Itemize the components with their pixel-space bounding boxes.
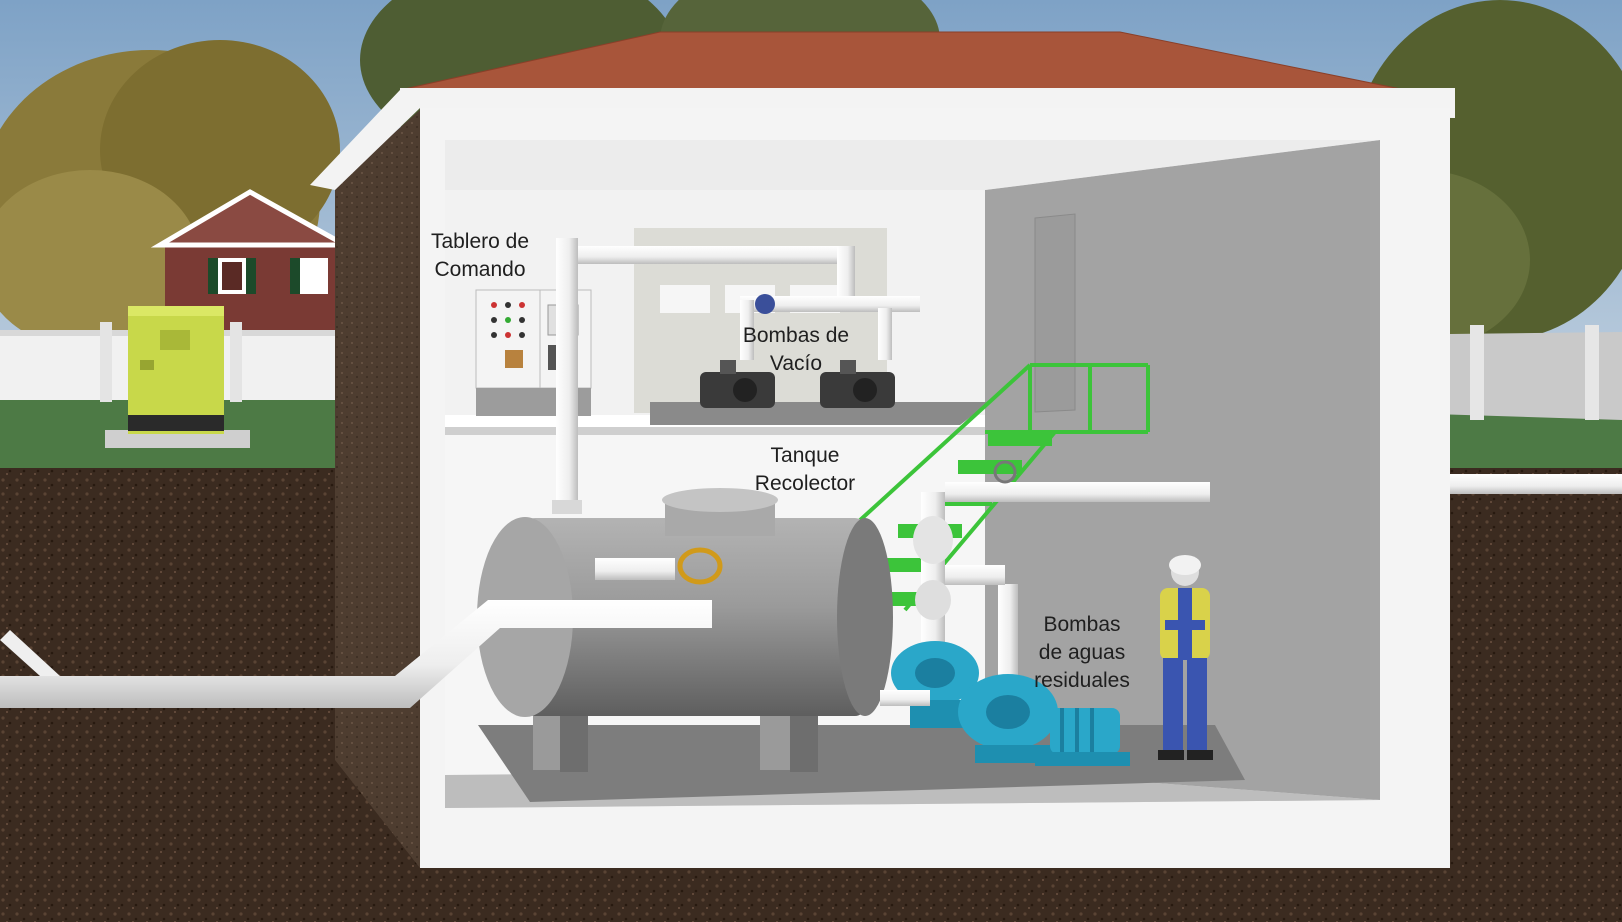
inlet-pipe	[0, 558, 712, 708]
vacuum-pump-base	[650, 402, 990, 425]
motor-icon	[1035, 708, 1130, 766]
centrifugal-pump-icon	[880, 641, 979, 728]
label-wastewater-pumps: Bombas de aguas residuales	[1034, 613, 1130, 692]
label-control-panel: Tablero de Comando	[430, 230, 530, 281]
discharge-piping	[913, 460, 1210, 679]
vertical-vent-pipe	[552, 238, 582, 514]
vacuum-pump-icon	[700, 360, 775, 408]
label-vacuum-pumps: Bombas de Vacío	[742, 324, 850, 375]
building-side-wall	[335, 110, 420, 868]
vacuum-pump-icon	[820, 360, 895, 408]
generator-icon	[105, 306, 250, 448]
worker-icon	[1158, 555, 1213, 760]
label-collector-tank: Tanque Recolector	[754, 444, 856, 495]
vacuum-piping	[556, 246, 920, 360]
